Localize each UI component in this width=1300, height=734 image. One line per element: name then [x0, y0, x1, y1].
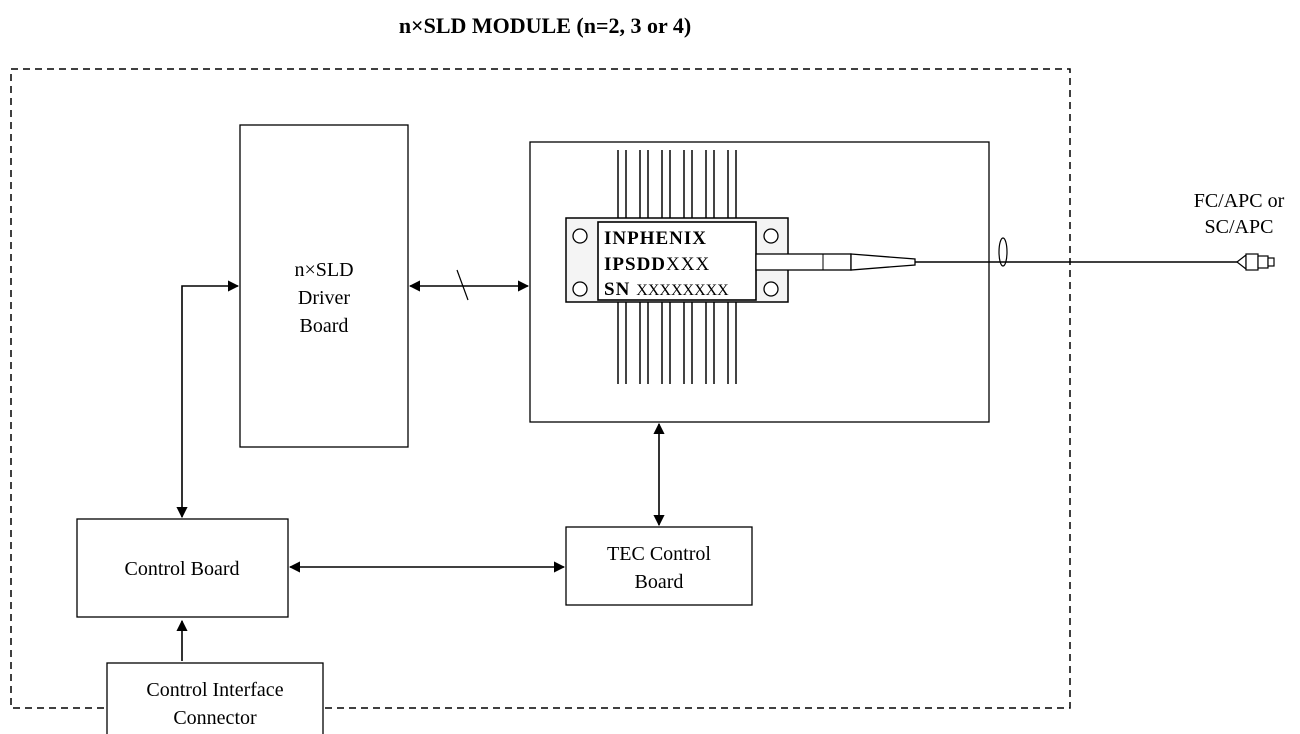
arrow-control-driver: [176, 280, 240, 519]
driver-board-label-line3: Board: [300, 315, 349, 337]
tec-board-label-line1: TEC Control: [607, 543, 711, 565]
package-model: IPSDDXXX: [604, 254, 710, 275]
control-board-block: Control Board: [76, 518, 289, 618]
fiber-loop-marker: [998, 237, 1008, 267]
package-pins-top: [617, 150, 737, 218]
driver-board-label-line1: n×SLD: [294, 259, 353, 281]
package-brand: INPHENIX: [604, 228, 707, 249]
fiber-boot: [755, 253, 852, 271]
control-interface-connector-block: Control Interface Connector: [106, 662, 324, 734]
mount-hole-top-right: [763, 228, 779, 244]
interface-label-line1: Control Interface: [146, 679, 283, 701]
package-pins-bottom: [617, 302, 737, 384]
driver-board-block: n×SLD Driver Board: [239, 124, 409, 448]
connector-label-line1: FC/APC or: [1194, 190, 1285, 212]
connector-label-line2: SC/APC: [1205, 216, 1274, 238]
fiber-connector-icon: [1236, 253, 1275, 271]
package-body: [597, 221, 757, 301]
diagram-title: n×SLD MODULE (n=2, 3 or 4): [399, 13, 691, 38]
interface-label-line2: Connector: [173, 707, 257, 729]
bus-slash-marker: [456, 269, 469, 301]
driver-board-label-line2: Driver: [298, 287, 351, 309]
fiber-taper: [850, 253, 916, 271]
mount-hole-bottom-right: [763, 281, 779, 297]
mount-hole-top-left: [572, 228, 588, 244]
mount-hole-bottom-left: [572, 281, 588, 297]
tec-control-board-block: TEC Control Board: [565, 526, 753, 606]
control-board-label: Control Board: [125, 558, 240, 580]
tec-board-label-line2: Board: [635, 571, 684, 593]
module-boundary: [10, 68, 1071, 709]
